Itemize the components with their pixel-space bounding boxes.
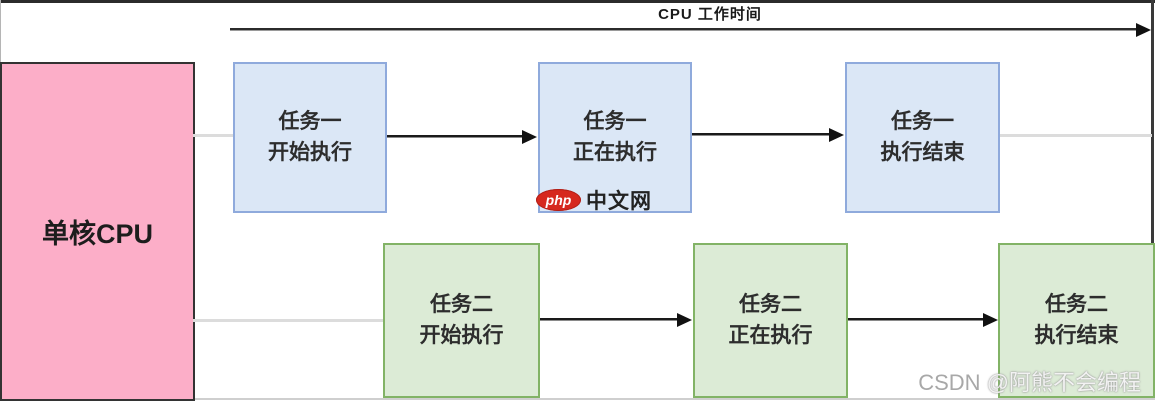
task2-flow-arrowhead-1-icon: [677, 313, 692, 327]
csdn-watermark-prefix: CSDN: [918, 370, 981, 395]
task1-start-line1: 任务一: [278, 110, 342, 134]
timeline-arrowhead-icon: [1136, 23, 1151, 37]
row1-connector-right: [1000, 134, 1152, 137]
task2-finished-box: 任务二 执行结束: [998, 243, 1155, 398]
task1-finished-line2: 执行结束: [880, 140, 965, 164]
csdn-watermark-handle: @阿熊不会编程: [986, 370, 1141, 395]
task2-running-line2: 正在执行: [728, 323, 813, 347]
bottom-border-line: [0, 398, 1155, 400]
task1-finished-line1: 任务一: [891, 110, 954, 134]
php-logo-icon: php: [536, 189, 581, 211]
csdn-watermark: CSDN @阿熊不会编程: [918, 365, 1141, 397]
single-core-cpu-box: 单核CPU: [0, 62, 195, 401]
single-core-cpu-label: 单核CPU: [41, 219, 153, 249]
task2-flow-line-1: [540, 318, 680, 321]
task1-running-box: 任务一 正在执行: [538, 62, 692, 213]
cpu-work-time-label: CPU 工作时间: [658, 6, 762, 23]
task2-start-line1: 任务二: [430, 293, 493, 317]
task1-running-line2: 正在执行: [573, 140, 657, 164]
task1-start-line2: 开始执行: [268, 140, 352, 164]
task1-start-box: 任务一 开始执行: [233, 62, 387, 213]
php-site-watermark: php 中文网: [536, 185, 652, 215]
task2-flow-arrowhead-2-icon: [983, 313, 998, 327]
top-border-line: [0, 0, 1155, 3]
row1-connector-left: [193, 134, 233, 137]
task1-running-line1: 任务一: [583, 110, 647, 134]
task1-flow-arrowhead-1-icon: [522, 130, 537, 144]
row2-connector-left: [193, 319, 383, 322]
timeline-arrow-line: [230, 28, 1138, 31]
task2-flow-line-2: [848, 318, 985, 321]
task2-finished-line1: 任务二: [1045, 293, 1108, 317]
php-site-name: 中文网: [586, 190, 652, 213]
task2-start-box: 任务二 开始执行: [383, 243, 540, 398]
task1-flow-arrowhead-2-icon: [829, 128, 844, 142]
task2-running-line1: 任务二: [739, 293, 802, 317]
task2-running-box: 任务二 正在执行: [693, 243, 848, 398]
task1-finished-box: 任务一 执行结束: [845, 62, 1000, 213]
right-border-line: [1151, 0, 1154, 245]
task2-finished-line2: 执行结束: [1034, 323, 1119, 347]
task1-flow-line-2: [692, 133, 832, 136]
task2-start-line2: 开始执行: [419, 323, 504, 347]
task1-flow-line-1: [387, 135, 525, 138]
